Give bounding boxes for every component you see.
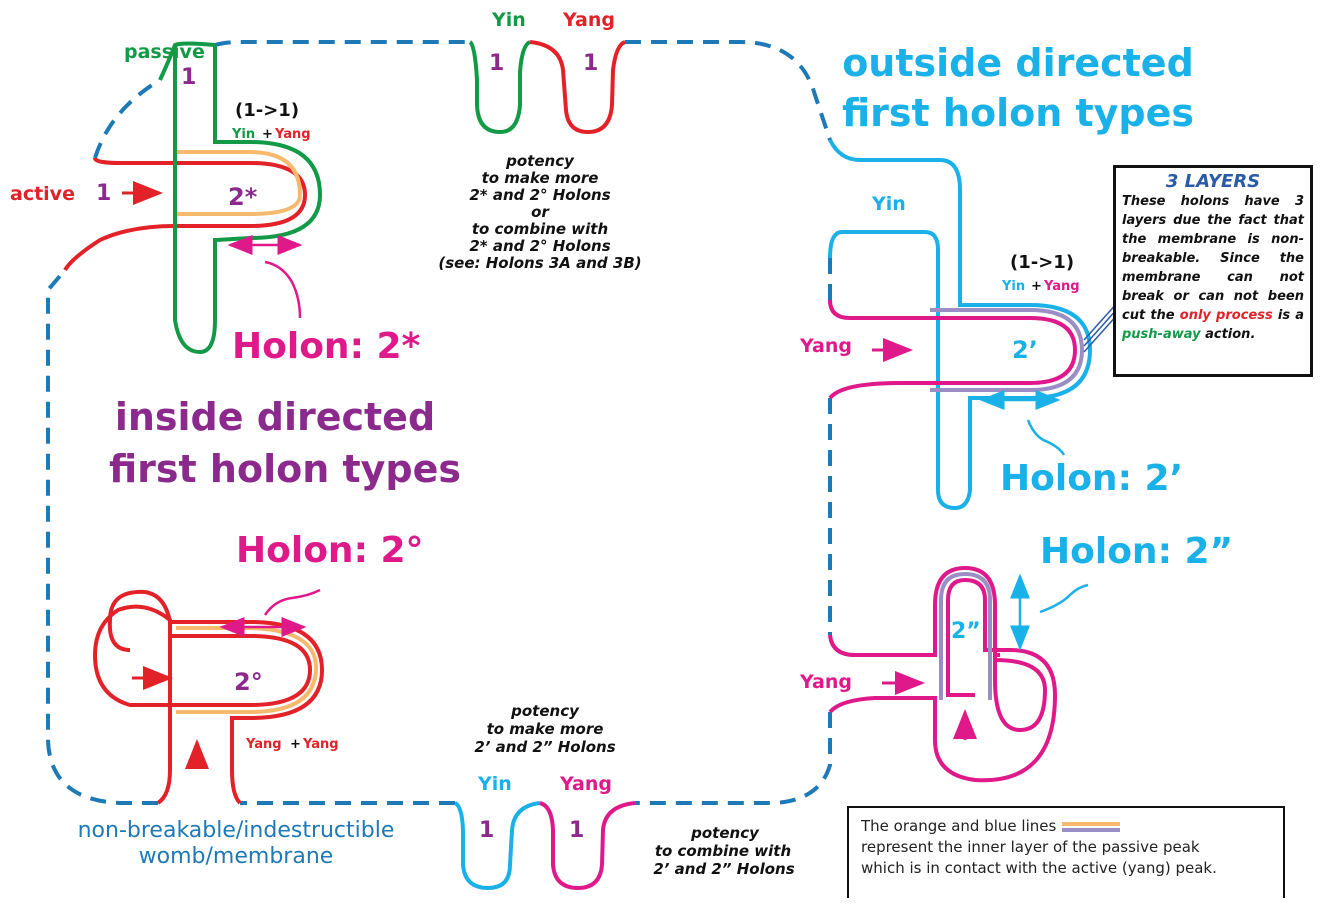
holon-2prime-shape (828, 139, 1093, 511)
top-yin-label: Yin (491, 9, 526, 31)
potency-top-line: 2* and 2° Holons (469, 237, 610, 255)
three-layers-is-a: is a (1272, 308, 1304, 323)
potency-top-line: or (531, 203, 550, 221)
membrane-caption-line2: womb/membrane (138, 844, 334, 869)
three-layers-text: These holons have 3 layers due the fact … (1122, 192, 1304, 344)
yang-small-2deg-a: Yang (245, 737, 282, 752)
potency-bottom-line: 2’ and 2” Holons (474, 738, 615, 756)
potency-top: potency to make more 2* and 2° Holons or… (438, 152, 641, 272)
bottom-yang-peak (539, 801, 636, 891)
active-number: 1 (96, 181, 111, 206)
callout-2dprime (1039, 583, 1089, 614)
ratio-2prime: (1->1) (1010, 252, 1074, 273)
top-yin-peak (468, 40, 532, 135)
plus-2star: + (262, 127, 273, 142)
top-yang-peak (529, 40, 626, 135)
holon-2deg-shape (92, 589, 325, 805)
legend-note-line1-row: The orange and blue lines (861, 816, 1271, 837)
layer-pointer-lines (1083, 301, 1119, 353)
callout-2deg (263, 588, 321, 616)
holon-2dprime-title: Holon: 2” (1040, 531, 1233, 572)
legend-swatch (1062, 821, 1121, 833)
three-layers-title: 3 LAYERS (1165, 171, 1261, 192)
potency-right: potency to combine with 2’ and 2” Holons (653, 824, 794, 878)
yin-small-2prime: Yin (1001, 279, 1025, 294)
number-2star: 2* (228, 183, 258, 211)
bottom-yang-label: Yang (559, 773, 612, 795)
three-layers-body: These holons have 3 layers due the fact … (1122, 194, 1304, 323)
active-label: active (10, 183, 75, 205)
legend-note-line2: represent the inner layer of the passive… (861, 838, 1200, 856)
holon-2dprime-shape (828, 565, 1058, 783)
legend-note-line1: The orange and blue lines (861, 817, 1057, 835)
yang-label-2prime: Yang (799, 335, 852, 357)
yin-label-2prime: Yin (871, 193, 906, 215)
number-2dprime: 2” (951, 619, 981, 644)
only-process-highlight: only process (1179, 308, 1273, 323)
membrane-dashed (46, 40, 832, 805)
number-2deg: 2° (234, 668, 263, 696)
inside-heading-line1: inside directed (115, 395, 435, 439)
yang-small-2star: Yang (274, 127, 311, 142)
blue-line-swatch (1062, 827, 1121, 832)
plus-2deg: + (290, 737, 301, 752)
callout-2star (264, 260, 302, 319)
potency-bottom-line: potency (510, 702, 580, 720)
yang-label-2dprime: Yang (799, 671, 852, 693)
bottom-yin-number: 1 (479, 818, 494, 843)
plus-2prime: + (1031, 279, 1042, 294)
potency-right-line: potency (690, 824, 760, 842)
membrane-caption: non-breakable/indestructible womb/membra… (56, 818, 416, 870)
potency-right-line: 2’ and 2” Holons (653, 860, 794, 878)
passive-number: 1 (181, 65, 196, 90)
push-away-highlight: push-away (1122, 327, 1201, 342)
outside-heading-line1: outside directed (842, 41, 1194, 85)
potency-right-line: to combine with (655, 842, 791, 860)
holon-2prime-title: Holon: 2’ (1000, 458, 1183, 499)
potency-top-line: to combine with (472, 220, 608, 238)
potency-bottom-line: to make more (487, 720, 604, 738)
top-yang-number: 1 (583, 51, 598, 76)
ratio-2star: (1->1) (235, 100, 299, 121)
number-2prime: 2’ (1012, 336, 1038, 364)
yang-small-2deg-b: Yang (302, 737, 339, 752)
holon-2star-title: Holon: 2* (232, 326, 421, 367)
top-yin-number: 1 (489, 51, 504, 76)
potency-top-line: 2* and 2° Holons (469, 186, 610, 204)
top-yang-label: Yang (562, 9, 615, 31)
yin-small-2star: Yin (231, 127, 255, 142)
outside-heading-line2: first holon types (842, 91, 1194, 135)
three-layers-action: action. (1200, 327, 1256, 342)
passive-label: passive (124, 41, 205, 63)
legend-note: The orange and blue lines represent the … (847, 806, 1285, 898)
potency-bottom: potency to make more 2’ and 2” Holons (474, 702, 615, 756)
potency-top-line: potency (505, 152, 575, 170)
bottom-yin-peak (453, 801, 541, 891)
membrane-caption-line1: non-breakable/indestructible (77, 818, 395, 843)
yang-small-2prime: Yang (1043, 279, 1080, 294)
potency-top-line: (see: Holons 3A and 3B) (438, 254, 641, 272)
holon-2deg-title: Holon: 2° (236, 530, 424, 571)
orange-line-swatch (1062, 821, 1121, 826)
legend-note-line3: which is in contact with the active (yan… (861, 859, 1217, 877)
bottom-yang-number: 1 (569, 818, 584, 843)
potency-top-line: to make more (482, 169, 599, 187)
three-layers-box: 3 LAYERS These holons have 3 layers due … (1113, 165, 1313, 377)
bottom-yin-label: Yin (477, 773, 512, 795)
inside-heading-line2: first holon types (109, 447, 461, 491)
callout-2prime (1026, 419, 1066, 456)
